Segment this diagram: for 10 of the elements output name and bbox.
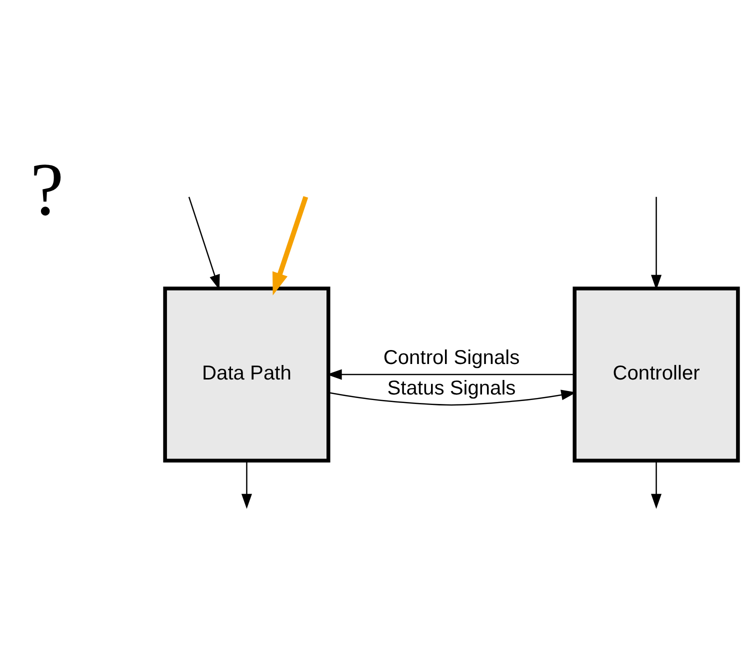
node-box: Data Path bbox=[163, 286, 330, 462]
arrow bbox=[651, 460, 662, 509]
arrow bbox=[272, 196, 308, 296]
edge-label: Control Signals bbox=[383, 347, 520, 370]
label: ? bbox=[30, 148, 64, 232]
edge-label: Status Signals bbox=[387, 377, 516, 400]
arrow bbox=[188, 196, 220, 290]
node-box: Controller bbox=[572, 286, 740, 462]
arrow bbox=[651, 196, 662, 290]
arrow bbox=[241, 460, 252, 509]
